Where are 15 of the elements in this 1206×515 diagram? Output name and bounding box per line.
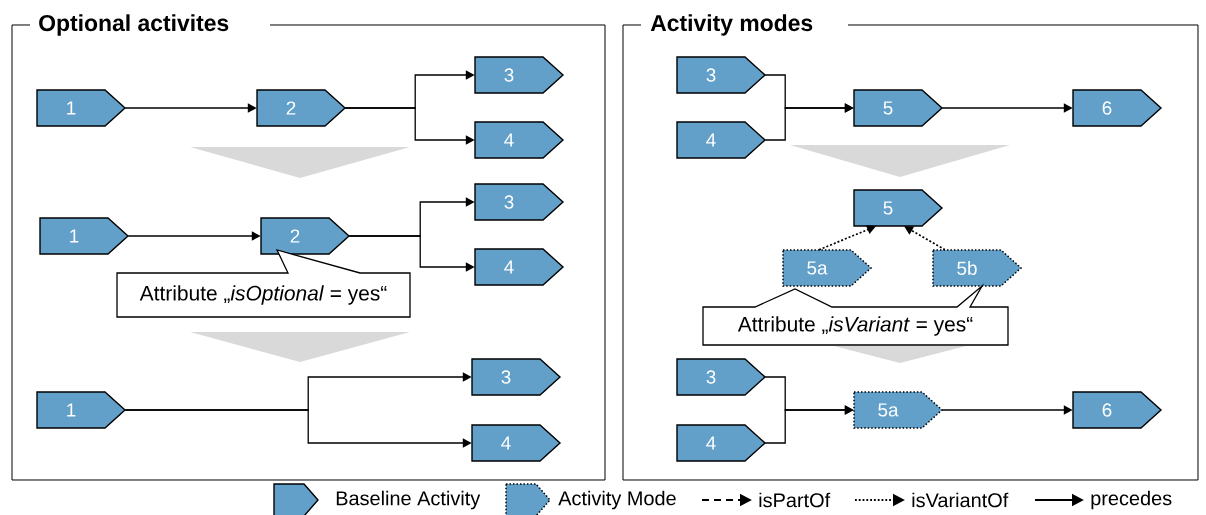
down-triangle bbox=[190, 147, 410, 178]
down-triangle bbox=[190, 332, 410, 362]
panel-heading: Optional activites bbox=[39, 14, 229, 36]
callout-box: Attribute „isVariant = yes“ bbox=[702, 283, 1009, 346]
down-triangle bbox=[834, 346, 966, 363]
panel-heading: Activity modes bbox=[650, 14, 813, 36]
legend-label: Activity Mode bbox=[558, 490, 676, 510]
legend-label: isPartOf bbox=[759, 492, 831, 508]
arrow bbox=[904, 226, 946, 251]
legend-label: precedes bbox=[1091, 490, 1172, 510]
legend-label: isVariantOf bbox=[912, 492, 1009, 508]
arrow bbox=[818, 225, 876, 251]
legend-label: Baseline Activity bbox=[336, 490, 481, 510]
down-triangle bbox=[790, 145, 1010, 177]
callout-box: Attribute „isOptional = yes“ bbox=[116, 249, 411, 318]
